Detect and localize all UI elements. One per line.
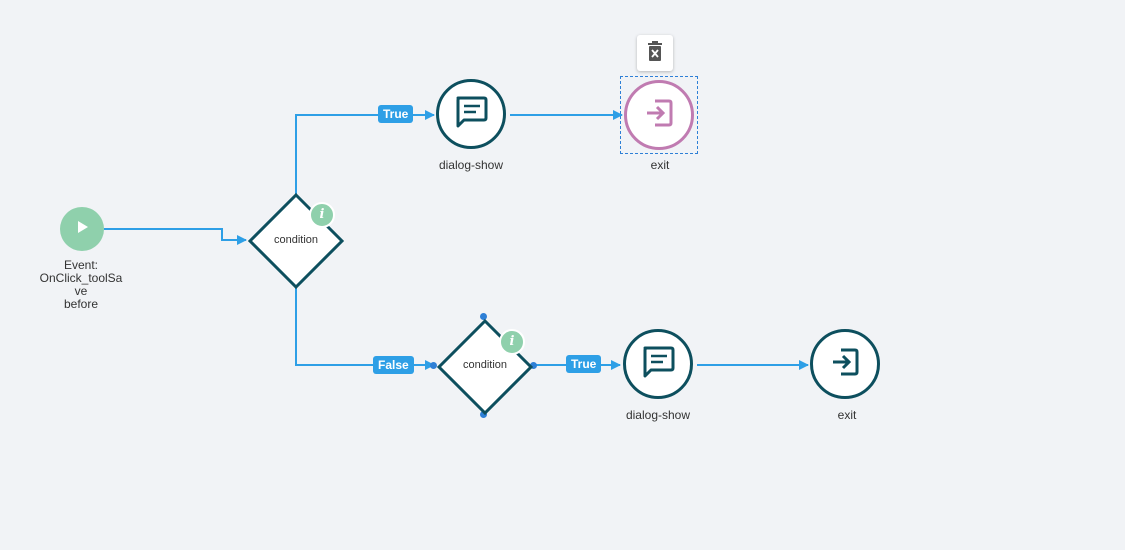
start-label-line: OnClick_toolSa	[39, 271, 123, 285]
play-icon	[73, 218, 91, 241]
start-label-line: Event:	[63, 258, 99, 272]
message-icon	[453, 95, 489, 134]
exit-node-top[interactable]	[624, 80, 694, 150]
exit-icon	[829, 346, 861, 383]
info-icon[interactable]: i	[309, 202, 335, 228]
edge-tag-true: True	[566, 355, 602, 373]
message-icon	[640, 345, 676, 384]
delete-button[interactable]	[637, 35, 673, 71]
selection-box	[620, 76, 698, 154]
edge-condition-false[interactable]	[295, 287, 435, 370]
condition-label: condition	[273, 234, 319, 246]
dialog-show-label-bottom: dialog-show	[625, 408, 691, 422]
trash-icon	[647, 40, 663, 66]
exit-icon	[643, 97, 675, 134]
dialog-show-node-top[interactable]	[436, 79, 506, 149]
start-label-line: before	[63, 297, 99, 311]
start-label-line: ve	[74, 284, 88, 298]
port-dot-top[interactable]	[480, 313, 487, 320]
start-event-label: Event: OnClick_toolSa ve before	[26, 259, 136, 311]
dialog-show-label-top: dialog-show	[438, 158, 504, 172]
start-event-node[interactable]	[60, 207, 104, 251]
condition-label: condition	[462, 359, 508, 371]
port-dot-left[interactable]	[430, 362, 437, 369]
edge-start-to-condition[interactable]	[104, 228, 247, 245]
exit-label-top: exit	[650, 158, 670, 172]
edge-condition-true[interactable]	[295, 110, 435, 194]
exit-label-bottom: exit	[837, 408, 857, 422]
edge-tag-true: True	[378, 105, 414, 123]
exit-node-bottom[interactable]	[810, 329, 880, 399]
edge-tag-false: False	[373, 356, 414, 374]
port-dot-right[interactable]	[530, 362, 537, 369]
port-dot-bottom[interactable]	[480, 411, 487, 418]
dialog-show-node-bottom[interactable]	[623, 329, 693, 399]
info-icon[interactable]: i	[499, 329, 525, 355]
